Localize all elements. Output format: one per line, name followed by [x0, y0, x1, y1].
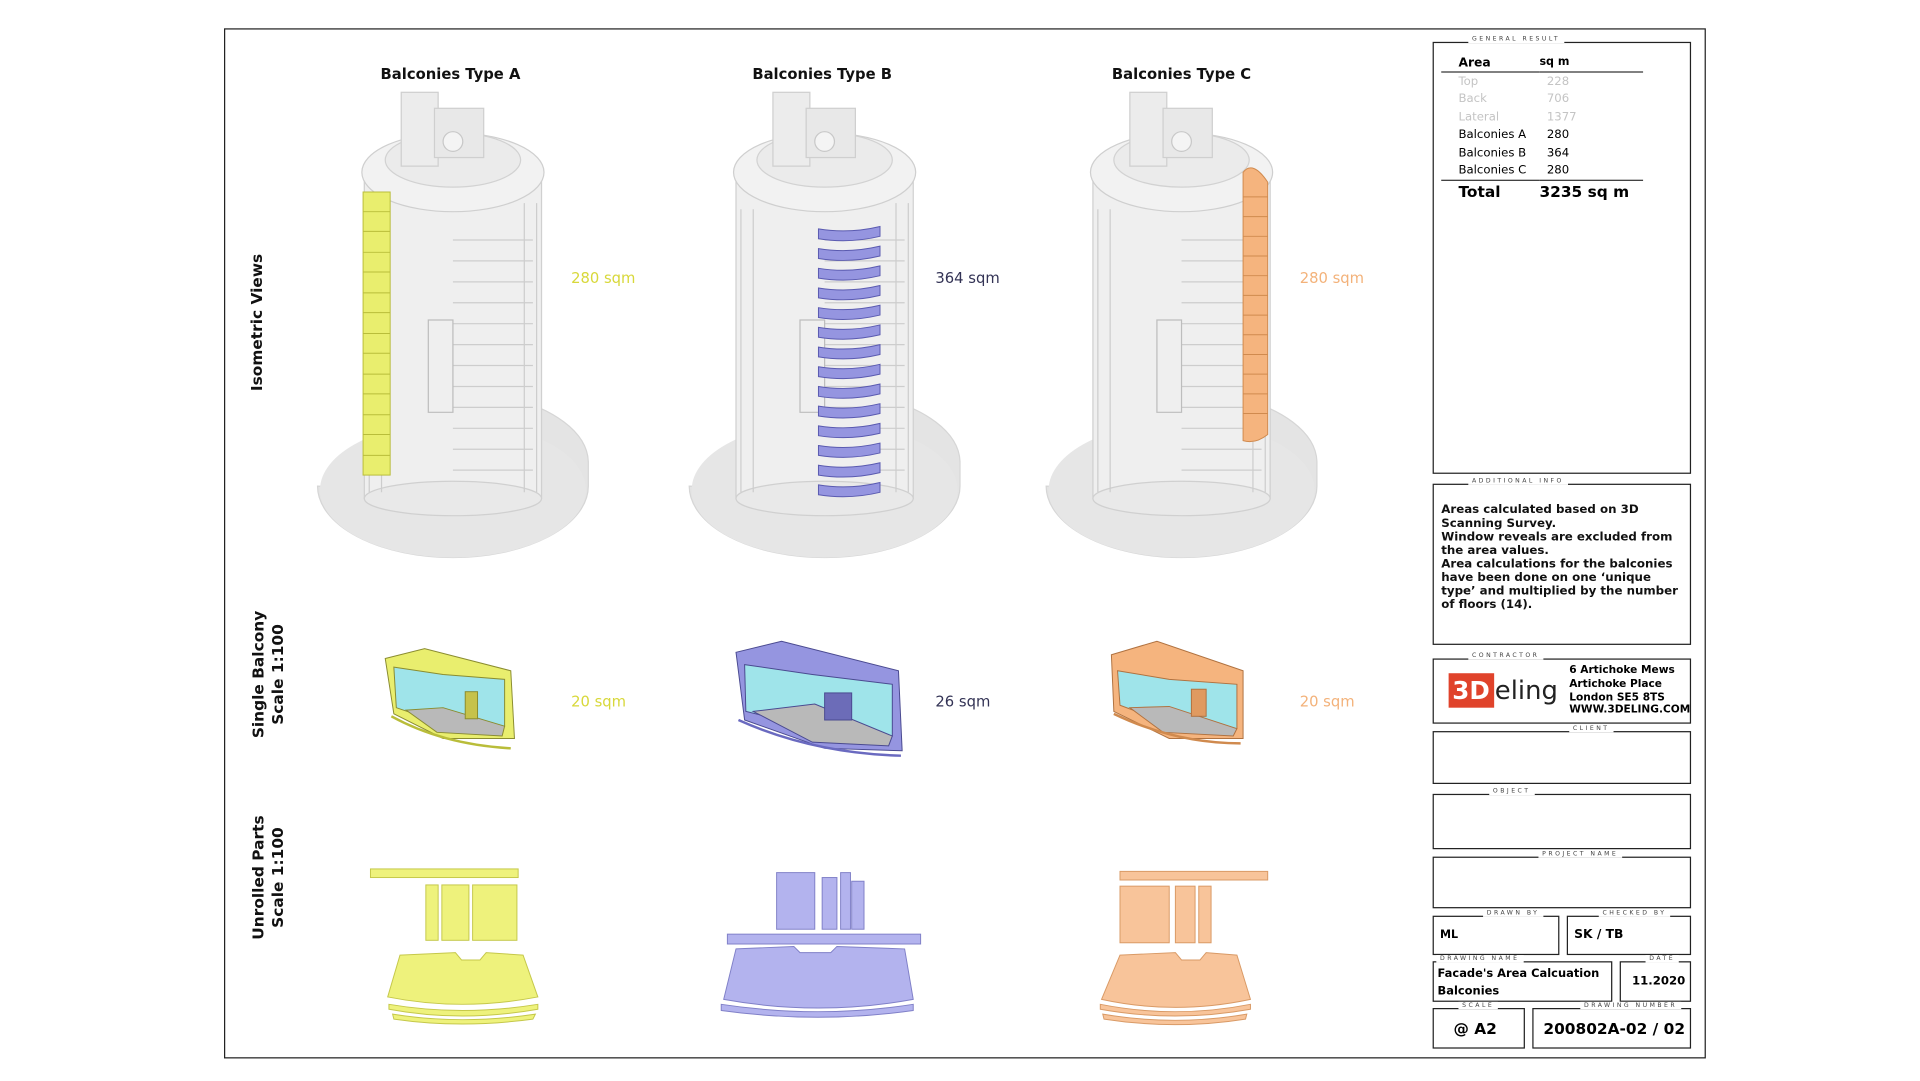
area-table: Area sq m Top 228 Back 706 Lateral 1377 Balc… — [1441, 54, 1644, 203]
address-line: Artichoke Place — [1569, 677, 1662, 691]
panel-caption: Contractor — [1468, 652, 1544, 660]
table-row: Top 228 — [1441, 72, 1643, 90]
row-name: Back — [1458, 92, 1487, 107]
row-name: Balconies A — [1458, 128, 1527, 142]
row-name: Balconies B — [1458, 146, 1527, 160]
project-name-panel: Project Name — [1432, 850, 1692, 909]
drawing-number-value: 200802A-02 / 02 — [1543, 1019, 1686, 1038]
panel-caption: Project Name — [1538, 850, 1622, 858]
panel-caption: Additional Info — [1468, 477, 1568, 485]
table-row: Balconies C 280 — [1441, 162, 1644, 180]
drawing-number-panel: Drawing Number 200802A-02 / 02 — [1532, 1001, 1692, 1049]
row-value: 280 — [1546, 163, 1570, 178]
row-value: 706 — [1546, 92, 1570, 107]
drawing-name-value: Facade's Area Calcuation Balconies — [1437, 967, 1600, 999]
area-iso-c: 280 sqm — [1299, 269, 1365, 287]
row-name: Lateral — [1458, 110, 1500, 125]
panel-caption: Date — [1645, 955, 1679, 963]
tower-isometric-a — [316, 91, 589, 559]
row-name: Balconies C — [1458, 163, 1527, 178]
table-row: Lateral 1377 — [1441, 109, 1643, 127]
panel-caption: Drawn by — [1483, 909, 1544, 917]
row-name: Top — [1458, 75, 1479, 89]
unrolled-parts-c — [1099, 870, 1269, 1026]
additional-info-text: Areas calculated based on 3D Scanning Su… — [1441, 503, 1678, 612]
unit-header: sq m — [1539, 56, 1570, 70]
table-row: Balconies B 364 — [1441, 144, 1643, 162]
client-panel: Client — [1432, 724, 1692, 785]
row-value: 228 — [1546, 75, 1570, 89]
drawing-name-panel: Drawing NameFacade's Area Calcuation Bal… — [1432, 955, 1613, 1002]
tower-isometric-c — [1045, 91, 1318, 559]
panel-caption: Client — [1569, 724, 1614, 733]
row-value: 1377 — [1546, 110, 1577, 125]
sheet-frame — [224, 28, 1706, 1059]
date-panel: Date 11.2020 — [1619, 955, 1692, 1002]
single-balcony-b — [735, 640, 903, 757]
panel-caption: Drawing Number — [1580, 1001, 1681, 1010]
date-value: 11.2020 — [1632, 974, 1686, 989]
area-single-b: 26 sqm — [935, 692, 991, 711]
tower-isometric-b — [688, 91, 961, 559]
logo-text: eling — [1494, 675, 1558, 706]
table-row: Back 706 — [1441, 91, 1643, 109]
unrolled-parts-a — [369, 868, 539, 1025]
area-iso-b: 364 sqm — [935, 269, 1000, 287]
contractor-logo: 3D eling — [1448, 673, 1558, 708]
checked-by-value: SK / TB — [1574, 928, 1624, 942]
area-single-c: 20 sqm — [1299, 692, 1355, 711]
table-row: Balconies A 280 — [1441, 126, 1643, 144]
total-row: Total 3235 sq m — [1441, 180, 1643, 203]
object-panel: Object — [1432, 787, 1692, 850]
scale-value: @ A2 — [1453, 1019, 1497, 1038]
row-value: 280 — [1546, 128, 1570, 142]
total-value: 3235 sq m — [1539, 182, 1630, 201]
drawn-by-panel: Drawn by ML — [1432, 909, 1560, 956]
panel-caption: Drawing Name — [1436, 955, 1524, 963]
general-result-panel: General Result Area sq m Top 228 Back 706 L… — [1432, 35, 1692, 474]
address-line: WWW.3DELING.COM — [1569, 704, 1691, 717]
area-header: Area — [1458, 56, 1491, 70]
address-line: 6 Artichoke Mews — [1569, 664, 1675, 677]
area-single-a: 20 sqm — [571, 692, 627, 711]
row-value: 364 — [1546, 146, 1570, 160]
total-label: Total — [1458, 182, 1501, 201]
panel-caption: Scale — [1458, 1001, 1498, 1010]
scale-panel: Scale @ A2 — [1432, 1001, 1525, 1049]
logo-mark: 3D — [1448, 673, 1494, 708]
panel-caption: Checked by — [1598, 909, 1671, 917]
panel-caption: General Result — [1468, 35, 1564, 44]
panel-caption: Object — [1489, 787, 1535, 796]
single-balcony-a — [384, 648, 515, 750]
unrolled-parts-b — [720, 872, 922, 1018]
single-balcony-c — [1110, 640, 1244, 745]
contractor-address: 6 Artichoke Mews Artichoke Place London … — [1569, 665, 1690, 718]
area-iso-a: 280 sqm — [571, 269, 636, 287]
contractor-panel: Contractor 3D eling 6 Artichoke Mews Art… — [1432, 652, 1692, 724]
address-line: London SE5 8TS — [1569, 691, 1665, 704]
drawn-by-value: ML — [1440, 929, 1459, 942]
checked-by-panel: Checked by SK / TB — [1566, 909, 1692, 956]
heading-type-b: Balconies Type B — [752, 65, 892, 83]
additional-info-panel: Additional Info Areas calculated based o… — [1432, 477, 1692, 645]
heading-type-a: Balconies Type A — [380, 65, 521, 83]
heading-type-c: Balconies Type C — [1111, 65, 1252, 83]
